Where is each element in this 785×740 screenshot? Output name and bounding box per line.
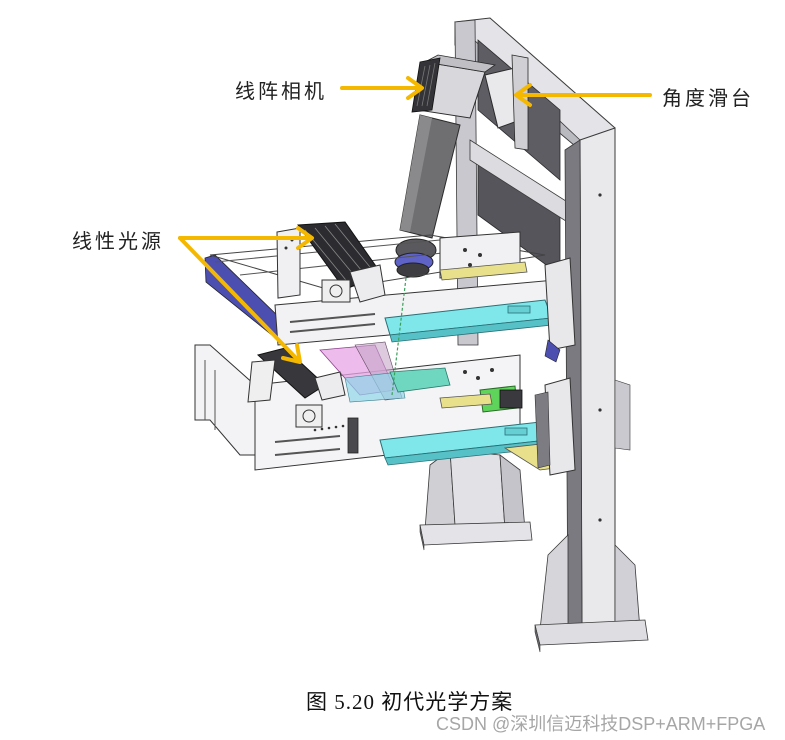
watermark: CSDN @深圳信迈科技DSP+ARM+FPGA <box>436 714 766 734</box>
arrow-to-lower-light <box>178 236 300 362</box>
label-angle-stage: 角度滑台 <box>662 86 754 110</box>
lower-tier <box>194 277 576 476</box>
label-line-light-source: 线性光源 <box>72 229 164 253</box>
figure-caption: 图 5.20 初代光学方案 <box>306 690 514 714</box>
annotation-arrows <box>178 76 652 364</box>
label-line-camera: 线阵相机 <box>235 79 327 103</box>
center-pedestal <box>419 449 533 551</box>
upper-tier <box>204 221 576 351</box>
line-camera-assembly <box>394 54 529 278</box>
